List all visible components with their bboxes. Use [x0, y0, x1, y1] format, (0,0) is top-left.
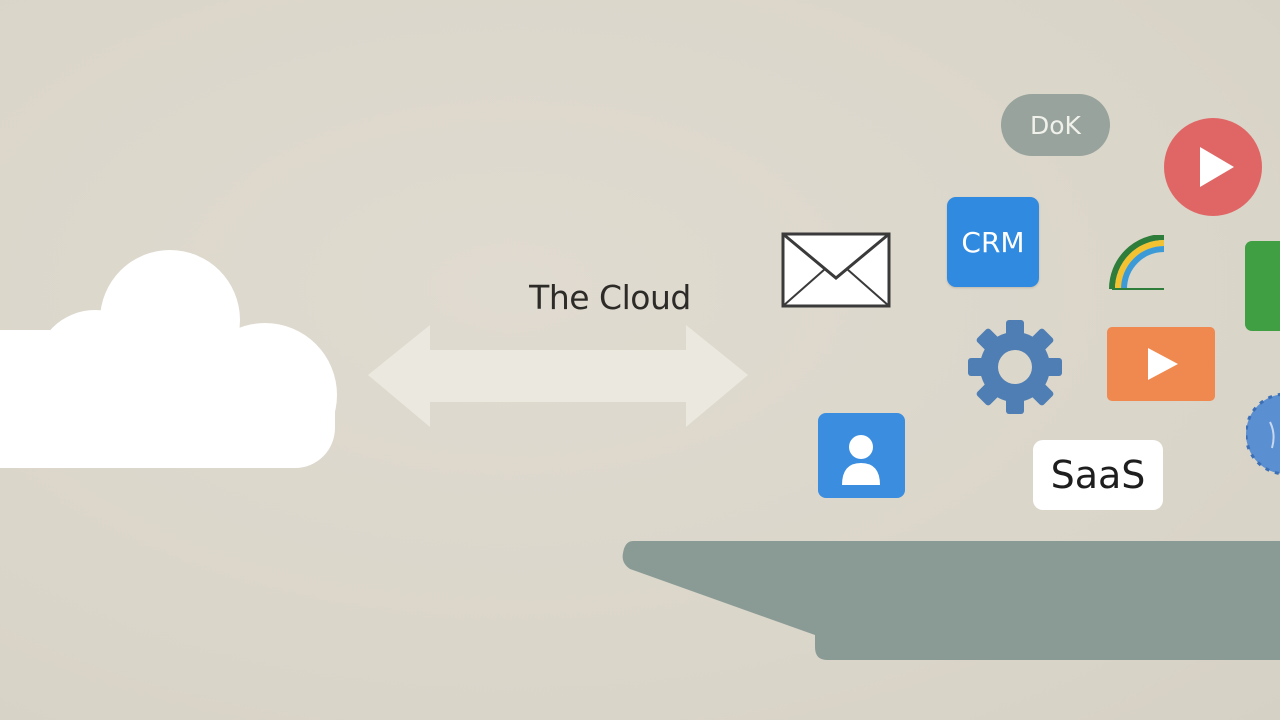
saas-label: SaaS [1050, 453, 1146, 497]
crm-label: CRM [961, 225, 1025, 259]
settings-gear-icon [968, 320, 1062, 414]
green-app-icon [1245, 241, 1280, 331]
user-silhouette-icon [842, 435, 880, 485]
rainbow-icon [1109, 235, 1165, 290]
user-icon [818, 413, 905, 498]
globe-icon [1246, 392, 1280, 476]
cloud-icon [0, 250, 337, 468]
bidirectional-arrow-icon [368, 325, 748, 427]
saas-badge: SaaS [1033, 440, 1163, 510]
video-play-icon [1107, 327, 1215, 401]
dok-badge: DoK [1001, 94, 1110, 156]
diagram-caption: The Cloud [529, 278, 691, 317]
mail-icon [781, 232, 891, 308]
crm-icon: CRM [947, 197, 1039, 287]
platform-tray [622, 541, 1280, 660]
play-button-icon [1164, 118, 1262, 216]
video-play-glyph-icon [1148, 348, 1178, 380]
dok-badge-label: DoK [1030, 110, 1081, 140]
